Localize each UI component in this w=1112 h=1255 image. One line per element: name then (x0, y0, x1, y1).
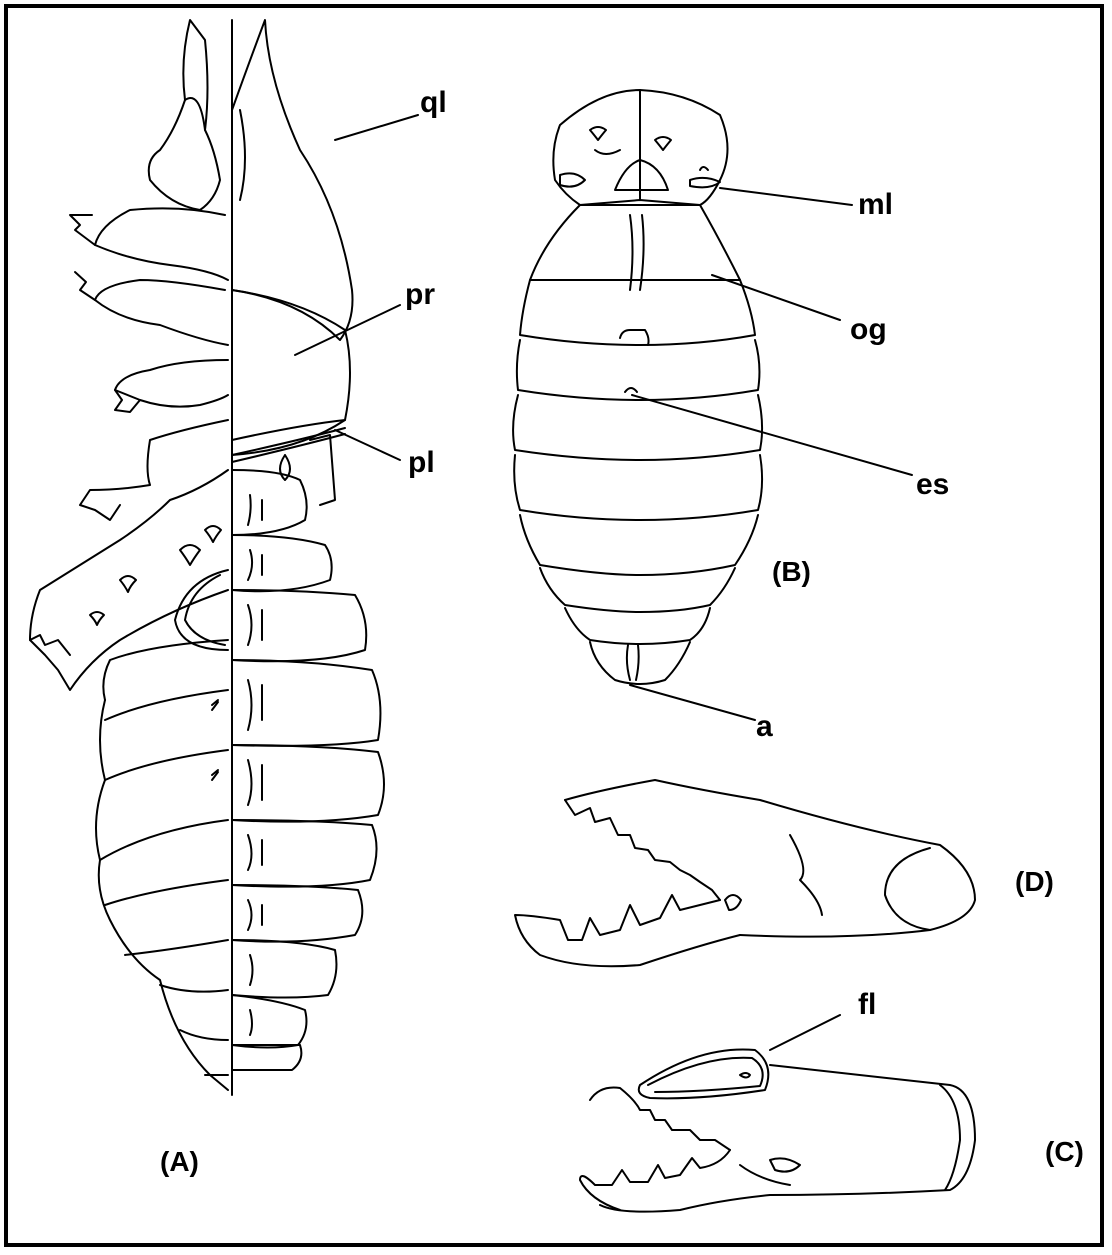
label-ml: ml (858, 190, 893, 220)
label-ql: ql (420, 88, 447, 118)
label-a: a (756, 712, 773, 742)
panel-label-b: (B) (772, 558, 811, 586)
label-og: og (850, 315, 887, 345)
panel-d-chela (515, 780, 975, 966)
panel-label-a: (A) (160, 1148, 199, 1176)
panel-label-c: (C) (1045, 1138, 1084, 1166)
panel-c-chela (580, 1015, 975, 1212)
panel-a-specimen (30, 20, 418, 1095)
panel-label-d: (D) (1015, 868, 1054, 896)
label-pr: pr (405, 280, 435, 310)
label-pl: pl (408, 448, 435, 478)
label-es: es (916, 470, 949, 500)
label-fl: fl (858, 990, 876, 1020)
panel-b-specimen (513, 90, 912, 720)
